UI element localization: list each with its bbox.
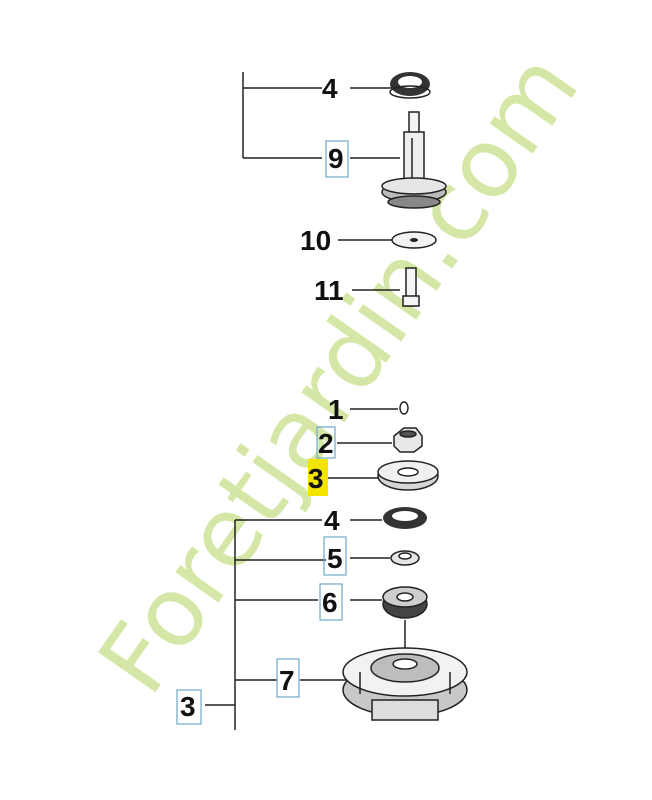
- label-top-4: 4: [322, 73, 338, 104]
- label-top-9: 9: [328, 143, 344, 174]
- label-11: 11: [314, 275, 344, 306]
- washer: [391, 231, 437, 249]
- label-5: 5: [327, 543, 343, 574]
- watermark: Foretjardin.com: [77, 33, 600, 713]
- seal-ring-bottom: [383, 507, 427, 529]
- label-2: 2: [318, 428, 334, 459]
- label-1: 1: [328, 394, 344, 425]
- watermark-text: Foretjardin.com: [77, 33, 600, 713]
- label-3: 3: [308, 463, 324, 494]
- spindle-shaft: [381, 111, 447, 209]
- bottom-leaders: [205, 408, 406, 730]
- bolt: [402, 267, 420, 307]
- nut: [393, 427, 423, 453]
- cover-disc: [377, 460, 439, 491]
- bearing: [382, 586, 428, 619]
- label-10: 10: [300, 225, 331, 256]
- spacer: [390, 550, 420, 566]
- spindle-housing: [342, 647, 468, 721]
- label-6: 6: [322, 587, 338, 618]
- pin: [399, 401, 409, 415]
- label-7: 7: [279, 665, 295, 696]
- label-group-3: 3: [180, 691, 196, 722]
- label-boxes: [176, 140, 349, 725]
- highlight-box-3: [308, 459, 328, 496]
- seal-ring-top: [389, 72, 431, 99]
- label-4: 4: [324, 505, 340, 536]
- top-group: [242, 72, 400, 291]
